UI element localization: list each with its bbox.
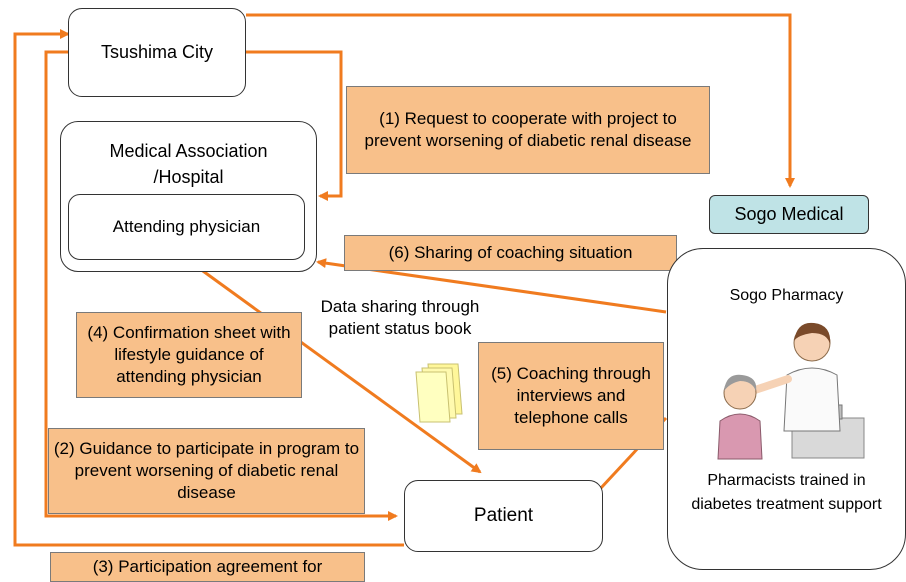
arrow-patient-to-city — [13, 29, 404, 547]
arrow-city-to-sogo-medical — [246, 13, 795, 188]
note-6-text: (6) Sharing of coaching situation — [388, 243, 633, 262]
note-1-request: (1) Request to cooperate with project to… — [346, 86, 710, 174]
pharmacist-illustration — [702, 313, 872, 463]
sogo-pharmacy-box: Sogo Pharmacy Pharmacists trained in dia… — [667, 248, 906, 570]
note-3-text: (3) Participation agreement for — [92, 557, 323, 576]
note-5-text: (5) Coaching through interviews and tele… — [491, 364, 651, 427]
attending-physician-label: Attending physician — [112, 217, 261, 236]
sogo-medical-box: Sogo Medical — [709, 195, 869, 234]
note-1-text: (1) Request to cooperate with project to… — [364, 109, 692, 150]
tsushima-city-label: Tsushima City — [100, 42, 214, 62]
note-4-text: (4) Confirmation sheet with lifestyle gu… — [87, 323, 291, 386]
note-3-agreement: (3) Participation agreement for — [50, 552, 365, 582]
data-sharing-text: Data sharing through patient status book — [320, 297, 480, 338]
arrow-city-to-patient — [44, 50, 398, 521]
document-stack-icon — [414, 362, 464, 426]
attending-physician-box: Attending physician — [68, 194, 305, 260]
note-2-guidance: (2) Guidance to participate in program t… — [48, 428, 365, 514]
data-sharing-label: Data sharing through patient status book — [300, 296, 500, 340]
arrow-city-to-medical — [246, 50, 343, 201]
note-2-text: (2) Guidance to participate in program t… — [53, 439, 360, 502]
sogo-medical-label: Sogo Medical — [734, 204, 844, 224]
patient-label: Patient — [473, 505, 534, 526]
patient-box: Patient — [404, 480, 603, 552]
pharmacists-label: Pharmacists trained in diabetes treatmen… — [691, 472, 882, 513]
note-6-sharing: (6) Sharing of coaching situation — [344, 235, 677, 271]
note-4-confirmation: (4) Confirmation sheet with lifestyle gu… — [76, 312, 302, 398]
tsushima-city-box: Tsushima City — [68, 8, 246, 97]
sogo-pharmacy-label: Sogo Pharmacy — [729, 287, 844, 304]
arrow-physician-to-patient — [184, 256, 482, 474]
note-5-coaching: (5) Coaching through interviews and tele… — [478, 342, 664, 450]
medical-association-label: Medical Association /Hospital — [109, 141, 268, 187]
